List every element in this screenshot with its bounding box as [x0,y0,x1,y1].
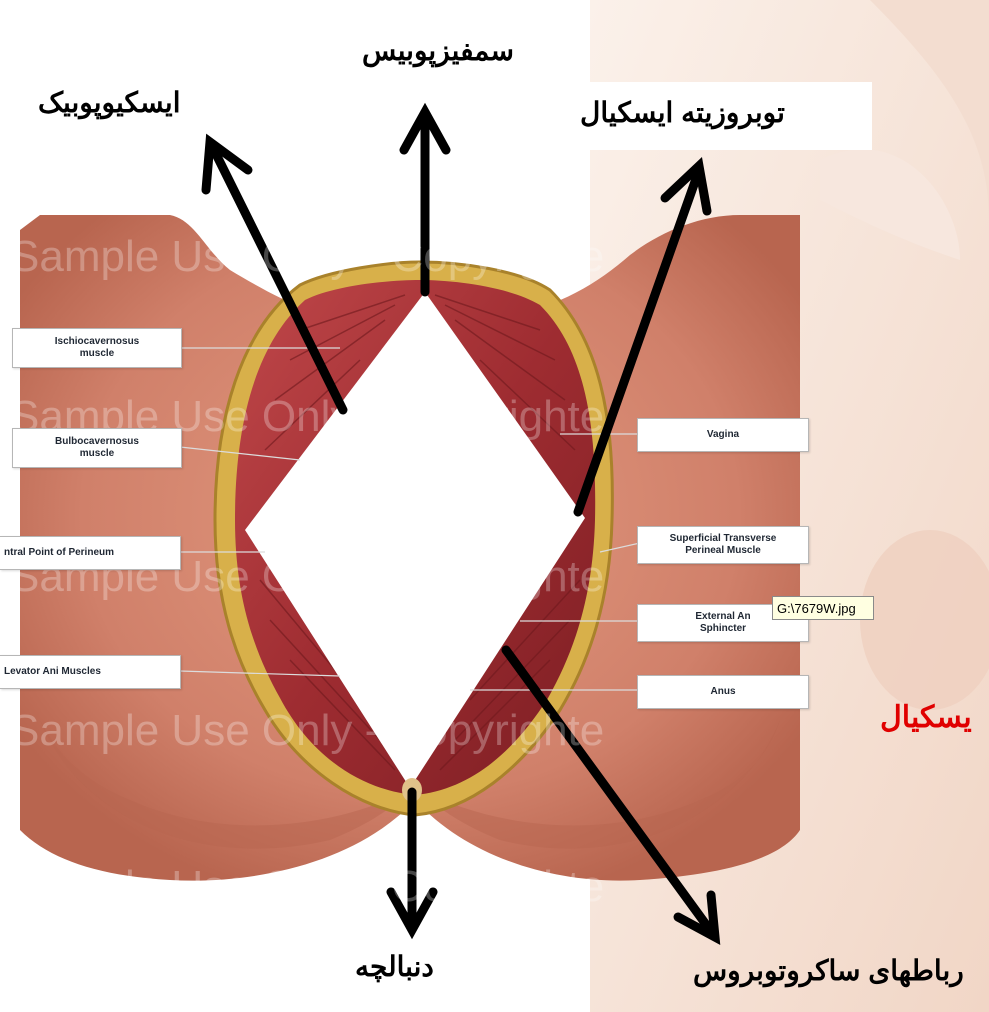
label-superficial-transverse: Superficial Transverse Perineal Muscle [637,526,809,564]
label-vagina: Vagina [637,418,809,452]
label-ischiopubic: ایسکیوپوبیک [38,86,181,119]
label-anus: Anus [637,675,809,709]
label-ischial-tuberosity: توبروزیته ایسکیال [580,96,785,129]
label-bulbocavernosus: Bulbocavernosus muscle [12,428,182,468]
label-symphysis-pubis: سمفیزپوبیس [362,34,514,67]
label-side-partial: یسکیال [880,700,972,735]
file-path-tooltip: G:\7679W.jpg [772,596,874,620]
label-central-point: ntral Point of Perineum [0,536,181,570]
label-coccyx: دنبالچه [355,950,434,983]
label-ischiocavernosus: Ischiocavernosus muscle [12,328,182,368]
label-levator-ani: Levator Ani Muscles [0,655,181,689]
label-sacrotuberous-ligaments: رباطهای ساکروتوبروس [693,954,964,987]
